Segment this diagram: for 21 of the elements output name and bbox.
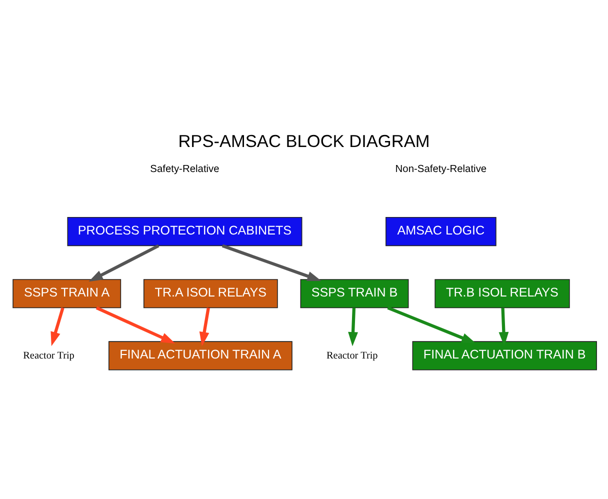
diagram-title: RPS-AMSAC BLOCK DIAGRAM <box>178 130 430 151</box>
node-text: Reactor Trip <box>326 350 378 361</box>
node-text: Reactor Trip <box>23 350 74 361</box>
node-box: PROCESS PROTECTION CABINETS <box>67 216 302 246</box>
node-box: SSPS TRAIN A <box>12 278 122 308</box>
arrow <box>88 244 160 282</box>
node-box: SSPS TRAIN B <box>300 278 409 308</box>
node-box: TR.A ISOL RELAYS <box>143 278 278 308</box>
arrow <box>387 306 476 343</box>
arrow <box>96 306 176 343</box>
arrow <box>498 307 509 346</box>
arrow <box>50 306 64 346</box>
arrow <box>222 244 322 281</box>
node-box: AMSAC LOGIC <box>386 216 496 246</box>
node-box: FINAL ACTUATION TRAIN B <box>412 340 597 370</box>
label: Safety-Relative <box>150 164 220 175</box>
label: Non-Safety-Relative <box>395 164 487 175</box>
arrow <box>199 307 210 346</box>
arrow <box>348 307 358 346</box>
node-box: FINAL ACTUATION TRAIN A <box>108 340 292 370</box>
node-box: TR.B ISOL RELAYS <box>434 278 570 308</box>
